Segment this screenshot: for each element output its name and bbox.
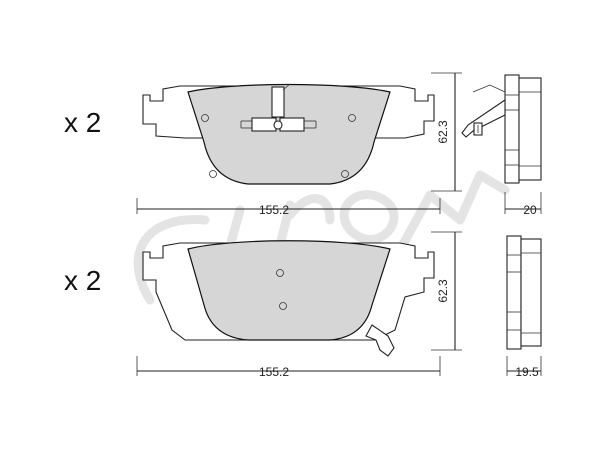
rivet-hole [279, 302, 287, 310]
rivet-hole [201, 114, 209, 122]
top-pad-side-view [461, 74, 542, 184]
bottom-quantity-label: x 2 [64, 265, 101, 296]
top-thickness-label: 20 [523, 203, 537, 217]
top-height-label: 62.3 [436, 120, 450, 144]
top-thickness-dimension: 20 [504, 192, 542, 217]
rivet-hole [348, 114, 356, 122]
bottom-width-dimension: 155.2 [136, 356, 441, 379]
bottom-pad-front-view [142, 240, 435, 357]
side-backing-plate [506, 235, 522, 350]
bottom-pad-side-view [506, 235, 542, 350]
top-width-label: 155.2 [259, 203, 289, 217]
wear-sensor-clip [240, 83, 317, 132]
bottom-wear-indicator [365, 324, 395, 357]
top-friction-pad [187, 83, 391, 185]
side-backing-plate [504, 74, 520, 184]
top-height-dimension: 62.3 [431, 72, 462, 192]
rivet-hole [209, 170, 217, 178]
bottom-thickness-label: 19.5 [515, 365, 539, 379]
top-quantity-label: x 2 [64, 107, 101, 138]
top-pad-front-view [142, 83, 435, 185]
bottom-width-label: 155.2 [259, 365, 289, 379]
side-friction-block [518, 77, 542, 181]
bottom-height-label: 62.3 [436, 279, 450, 303]
rivet-hole [276, 269, 284, 277]
side-friction-block [520, 238, 542, 347]
side-clip [461, 98, 506, 138]
top-width-dimension: 155.2 [136, 198, 441, 217]
bottom-friction-pad [187, 240, 391, 341]
bottom-height-dimension: 62.3 [431, 231, 462, 351]
bottom-thickness-dimension: 19.5 [506, 356, 542, 379]
rivet-hole [341, 170, 349, 178]
